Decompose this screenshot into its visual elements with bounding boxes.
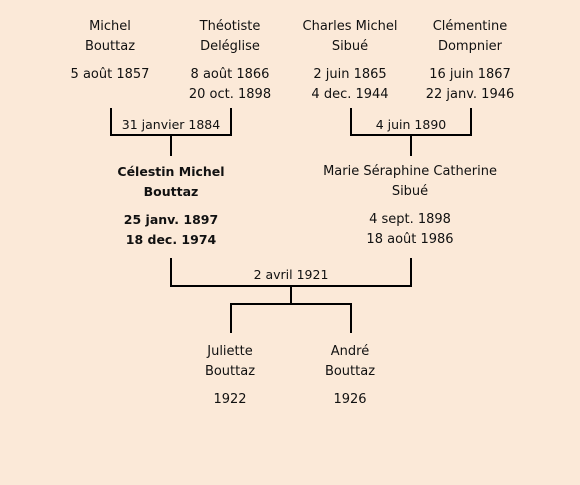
person-andre-bouttaz: André Bouttaz 1926 bbox=[285, 342, 415, 410]
birth-date: 1922 bbox=[213, 392, 247, 407]
death-date: 20 oct. 1898 bbox=[188, 87, 272, 102]
person-clementine-dompnier: Clémentine Dompnier 16 juin 1867 22 janv… bbox=[405, 17, 535, 105]
person-surname: Sibué bbox=[331, 39, 369, 54]
connector-line bbox=[410, 258, 412, 287]
death-date: 18 août 1986 bbox=[366, 232, 454, 247]
person-celestin-michel-bouttaz: Célestin Michel Bouttaz 25 janv. 1897 18… bbox=[106, 162, 236, 250]
death-date: 4 dec. 1944 bbox=[311, 87, 389, 102]
marriage-date-left: 31 janvier 1884 bbox=[121, 117, 221, 132]
person-surname: Bouttaz bbox=[324, 364, 376, 379]
connector-line bbox=[290, 285, 292, 305]
person-charles-michel-sibue: Charles Michel Sibué 2 juin 1865 4 dec. … bbox=[285, 17, 415, 105]
person-surname: Sibué bbox=[391, 184, 429, 199]
connector-line bbox=[410, 134, 412, 156]
person-surname: Dompnier bbox=[437, 39, 503, 54]
connector-line bbox=[230, 303, 352, 305]
marriage-date-center: 2 avril 1921 bbox=[253, 267, 329, 282]
birth-date: 5 août 1857 bbox=[70, 67, 150, 82]
person-name: Théotiste bbox=[199, 19, 261, 34]
connector-line bbox=[350, 303, 352, 333]
birth-date: 8 août 1866 bbox=[190, 67, 270, 82]
person-theotiste-delelise: Théotiste Deléglise 8 août 1866 20 oct. … bbox=[165, 17, 295, 105]
connector-line bbox=[110, 108, 112, 136]
birth-date: 2 juin 1865 bbox=[313, 67, 387, 82]
death-date: 18 dec. 1974 bbox=[125, 232, 217, 247]
connector-line bbox=[230, 108, 232, 136]
person-name: Michel bbox=[89, 19, 131, 34]
person-name: Juliette bbox=[207, 344, 253, 359]
birth-date: 1926 bbox=[333, 392, 367, 407]
connector-line bbox=[170, 134, 172, 156]
person-surname: Bouttaz bbox=[84, 39, 136, 54]
person-name: Marie Séraphine Catherine bbox=[323, 164, 497, 179]
marriage-date-right: 4 juin 1890 bbox=[375, 117, 447, 132]
death-date: 22 janv. 1946 bbox=[425, 87, 515, 102]
person-surname: Bouttaz bbox=[204, 364, 256, 379]
connector-line bbox=[170, 258, 172, 287]
birth-date: 4 sept. 1898 bbox=[369, 212, 451, 227]
birth-date: 25 janv. 1897 bbox=[123, 212, 219, 227]
connector-line bbox=[230, 303, 232, 333]
connector-line bbox=[350, 108, 352, 136]
person-surname: Bouttaz bbox=[143, 184, 199, 199]
person-michel-bouttaz: Michel Bouttaz 5 août 1857 bbox=[45, 17, 175, 85]
connector-line bbox=[470, 108, 472, 136]
person-name: André bbox=[330, 344, 370, 359]
person-marie-seraphine-catherine-sibue: Marie Séraphine Catherine Sibué 4 sept. … bbox=[315, 162, 505, 250]
birth-date: 16 juin 1867 bbox=[429, 67, 511, 82]
person-surname: Deléglise bbox=[200, 39, 260, 54]
person-name: Clémentine bbox=[432, 19, 508, 34]
person-name: Charles Michel bbox=[302, 19, 398, 34]
person-juliette-bouttaz: Juliette Bouttaz 1922 bbox=[165, 342, 295, 410]
person-name: Célestin Michel bbox=[117, 164, 225, 179]
